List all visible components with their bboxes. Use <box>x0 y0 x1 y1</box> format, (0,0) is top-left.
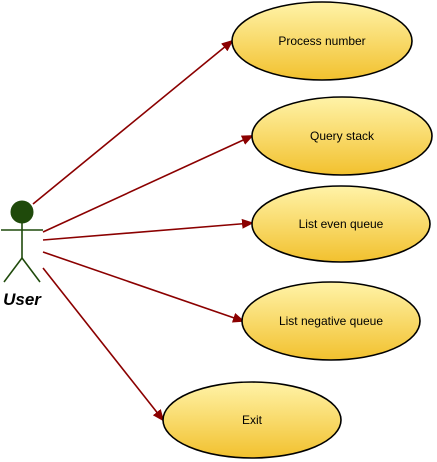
association-list-even-queue[interactable] <box>42 218 254 241</box>
use-case-label: Exit <box>242 413 263 427</box>
use-case-label: Process number <box>278 34 365 48</box>
use-case-ellipse <box>251 96 433 176</box>
use-case-list-negative-queue[interactable]: List negative queue <box>241 281 421 361</box>
use-case-label: Query stack <box>310 129 375 143</box>
associations <box>32 39 254 422</box>
actor-left-leg <box>3 257 23 283</box>
use-case-ellipse <box>162 381 342 459</box>
association-list-negative-queue[interactable] <box>42 251 245 323</box>
association-exit[interactable] <box>42 267 165 422</box>
association-process-number[interactable] <box>32 39 234 205</box>
actor-right-leg <box>21 257 41 283</box>
use-case-ellipse <box>241 281 421 361</box>
association-query-stack[interactable] <box>42 135 254 233</box>
use-case-ellipse <box>251 185 431 263</box>
use-case-query-stack[interactable]: Query stack <box>251 96 433 176</box>
use-case-label: List negative queue <box>279 314 383 328</box>
use-case-process-number[interactable]: Process number <box>231 1 413 81</box>
actor-label: User <box>3 290 42 309</box>
use-case-ellipse <box>231 1 413 81</box>
actor-head <box>10 200 34 224</box>
actor-user[interactable]: User <box>1 200 43 309</box>
use-case-label: List even queue <box>299 217 384 231</box>
use-case-exit[interactable]: Exit <box>162 381 342 459</box>
use-case-list-even-queue[interactable]: List even queue <box>251 185 431 263</box>
